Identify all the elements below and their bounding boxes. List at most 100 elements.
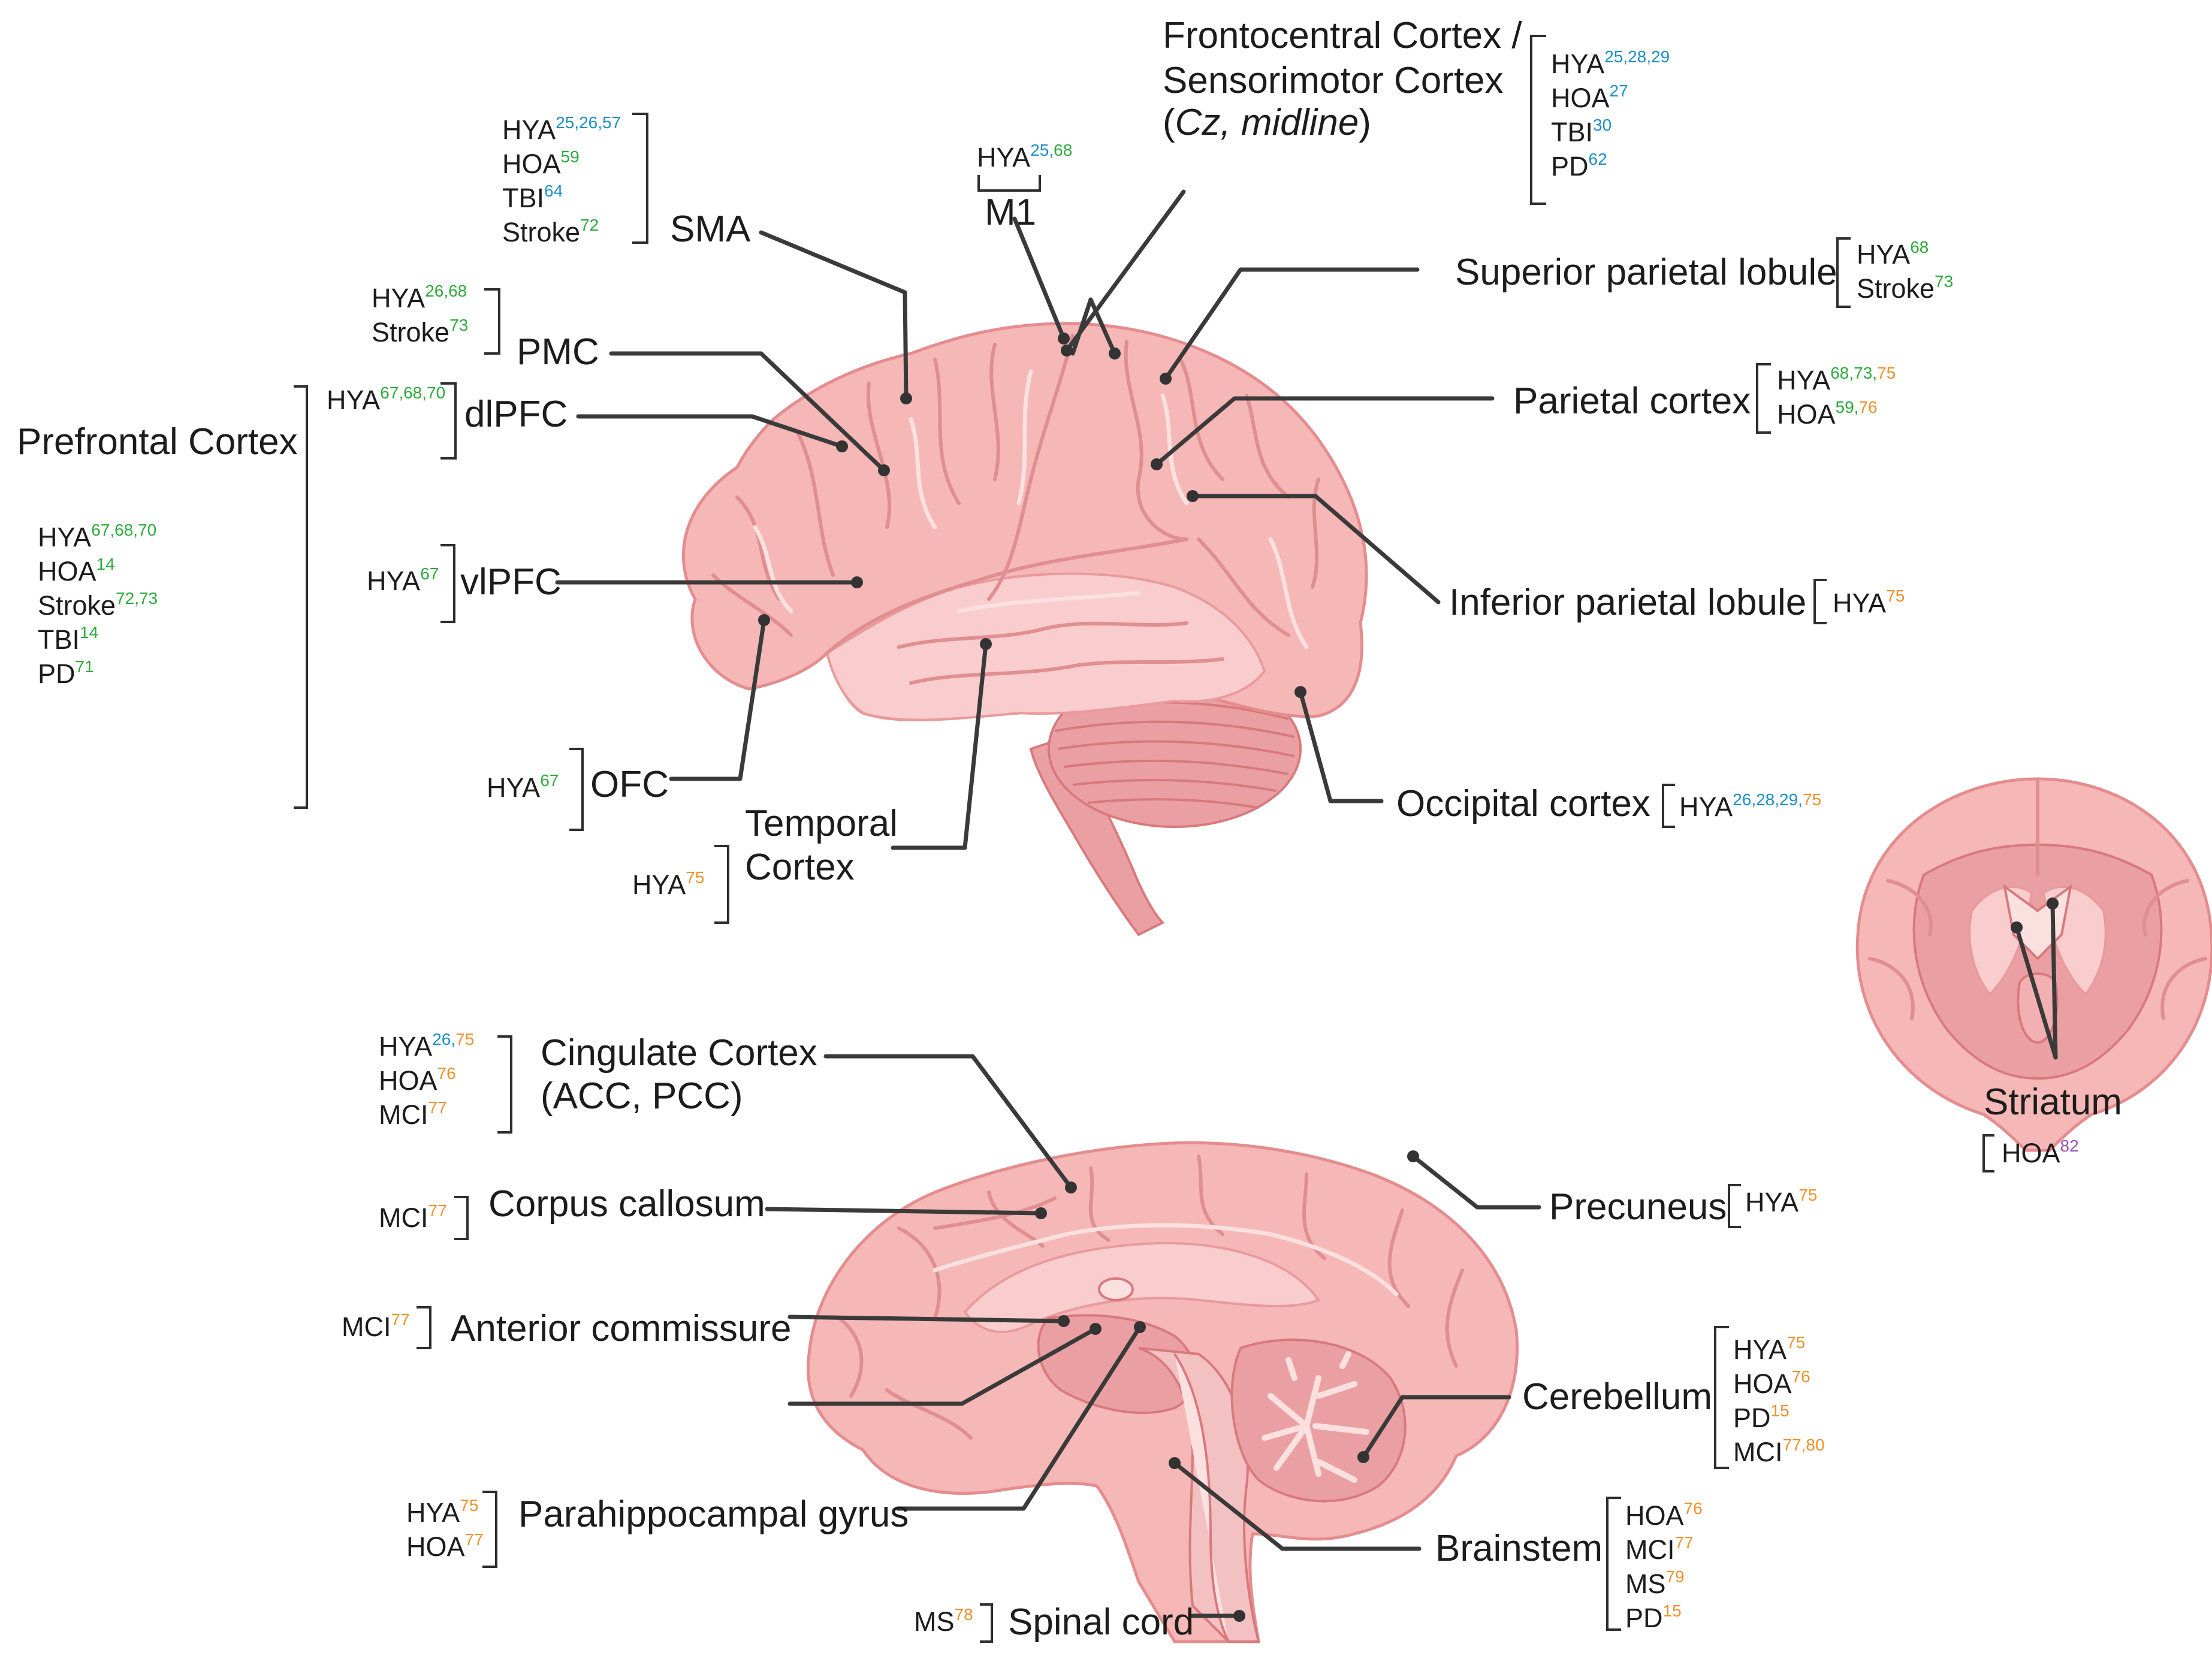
leader-dlpfc <box>576 414 844 449</box>
citation-number: 77 <box>465 1530 484 1549</box>
m1-refs: HYA25,68 <box>977 141 1072 173</box>
citation-number: 30 <box>1593 116 1612 134</box>
condition-entry: HOA59 <box>502 147 580 179</box>
condition-label: HOA <box>38 556 96 587</box>
citation-number: 72 <box>580 216 599 234</box>
condition-entry: MCI77 <box>342 1310 410 1342</box>
dot-parietal <box>1151 458 1163 470</box>
citation-number: 75 <box>1877 364 1896 382</box>
lateral-brain-illustration <box>682 322 1368 936</box>
citation-number: 77 <box>428 1201 447 1220</box>
citation-number: 67,68,70 <box>380 383 445 402</box>
citation-number: 76 <box>1684 1499 1703 1518</box>
dlpfc-bracket <box>440 382 457 460</box>
condition-label: MCI <box>1625 1534 1675 1565</box>
condition-label: MS <box>1625 1569 1666 1599</box>
condition-entry: HYA25,68 <box>977 141 1072 173</box>
condition-entry: HOA14 <box>38 555 115 587</box>
leader-inferior-parietal <box>1190 494 1441 605</box>
condition-entry: HYA68,73,75 <box>1777 364 1896 395</box>
dot-dlpfc <box>836 440 848 452</box>
m1-label: M1 <box>985 192 1036 233</box>
m1-bracket <box>977 175 1041 192</box>
condition-label: HYA <box>367 566 420 596</box>
condition-label: PD <box>1551 151 1589 182</box>
temporal-label-line1: Temporal <box>745 803 898 844</box>
condition-label: HYA <box>372 283 425 313</box>
condition-label: HYA <box>1733 1334 1787 1365</box>
citation-number: 59, <box>1836 398 1859 416</box>
citation-number: 67 <box>420 564 439 583</box>
citation-number: 68 <box>1910 238 1929 256</box>
brainstem-label: Brainstem <box>1435 1528 1603 1569</box>
citation-number: 14 <box>96 555 115 573</box>
leader-sma <box>759 230 909 401</box>
sagittal-brain-brackets <box>417 1035 1741 1643</box>
brainstem-bracket <box>1606 1497 1621 1631</box>
citation-number: 68 <box>1054 141 1072 159</box>
condition-label: PD <box>1733 1403 1771 1433</box>
leader-temporal <box>891 642 988 850</box>
dot-sma <box>900 392 912 404</box>
leader-cerebellum <box>1361 1395 1511 1459</box>
condition-label: HOA <box>1733 1368 1792 1399</box>
leader-occipital <box>1298 690 1384 803</box>
condition-label: TBI <box>1551 117 1593 147</box>
condition-label: HYA <box>1833 588 1886 618</box>
citation-number: 79 <box>1666 1567 1685 1586</box>
citation-number: 77 <box>428 1098 447 1117</box>
leader-anterior-commissure <box>787 1314 1066 1323</box>
frontocentral-label-line1: Frontocentral Cortex / <box>1163 15 1522 56</box>
condition-label: PD <box>38 658 76 689</box>
condition-entry: HYA26,75 <box>379 1030 474 1062</box>
citation-number: 25, <box>1030 141 1054 159</box>
condition-label: HOA <box>406 1531 465 1562</box>
anterior-commissure-bracket <box>417 1306 431 1349</box>
condition-label: HYA <box>977 142 1030 173</box>
occipital-bracket <box>1662 784 1675 828</box>
leader-sensorimotor-fork <box>1070 297 1117 356</box>
condition-entry: TBI30 <box>1551 116 1612 147</box>
leader-parahippocampal <box>895 1325 1142 1511</box>
leader-ofc <box>669 618 766 781</box>
condition-entry: PD62 <box>1551 150 1607 182</box>
citation-number: 62 <box>1589 150 1607 168</box>
leader-cingulate <box>823 1054 1073 1190</box>
citation-number: 77,80 <box>1783 1436 1825 1454</box>
dlpfc-label: dlPFC <box>464 394 568 435</box>
condition-label: MS <box>914 1606 955 1637</box>
condition-label: HOA <box>379 1065 437 1096</box>
condition-entry: MCI77,80 <box>1733 1436 1825 1467</box>
temporal-label-line2: Cortex <box>745 847 855 888</box>
citation-number: 77 <box>391 1310 410 1329</box>
dot-inferior-parietal <box>1187 490 1199 502</box>
dot-vlpfc <box>851 576 863 588</box>
cingulate-bracket <box>497 1035 512 1134</box>
pmc-label: PMC <box>517 331 599 373</box>
citation-number: 75 <box>1803 790 1821 809</box>
citation-number: 67 <box>540 771 559 790</box>
leader-parietal <box>1154 396 1495 467</box>
frontocentral-label-line3: (Cz, midline) <box>1163 102 1371 143</box>
vlpfc-refs: HYA67 <box>367 564 439 596</box>
leader-pmc <box>609 351 886 473</box>
condition-entry: TBI14 <box>38 623 98 655</box>
citation-number: 26,28,29, <box>1733 790 1803 809</box>
sagittal-brain-labels: Cingulate Cortex (ACC, PCC) Corpus callo… <box>451 1032 1727 1643</box>
precuneus-label: Precuneus <box>1549 1186 1727 1228</box>
citation-number: 75 <box>686 868 704 887</box>
occipital-label: Occipital cortex <box>1396 783 1650 824</box>
sagittal-brain-leader-lines <box>765 1054 1541 1622</box>
citation-number: 25,28,29 <box>1604 47 1670 66</box>
anterior-commissure-refs: MCI77 <box>342 1310 410 1342</box>
condition-label: MCI <box>1733 1437 1783 1467</box>
leader-frontocentral <box>1064 189 1186 353</box>
parietal-bracket <box>1756 363 1771 434</box>
dot-pmc <box>878 464 890 476</box>
temporal-bracket <box>714 845 729 924</box>
precuneus-bracket <box>1728 1184 1741 1228</box>
leader-corpus-callosum <box>765 1207 1043 1216</box>
